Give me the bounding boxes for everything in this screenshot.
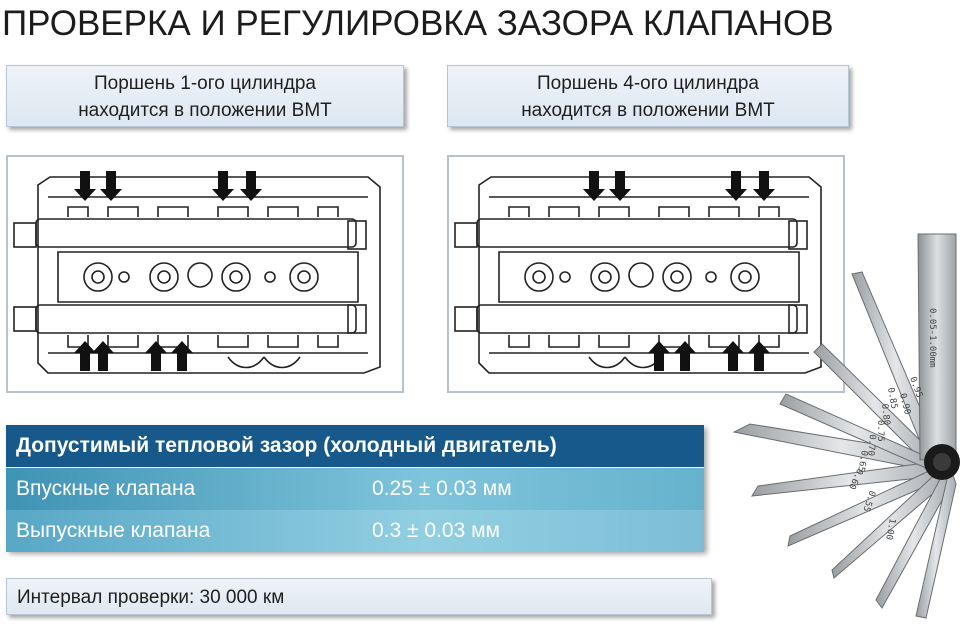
gauge-blade-label: 0.80: [879, 403, 891, 426]
arrow-up-icon: [722, 341, 744, 371]
arrow-down-icon: [212, 171, 234, 201]
cylinder-1-caption-line2: находится в положении ВМТ: [78, 100, 332, 121]
cylinder-1-caption: Поршень 1-ого цилиндра находится в полож…: [6, 65, 404, 127]
table-row: Выпускные клапана 0.3 ± 0.03 мм: [6, 510, 704, 552]
arrow-up-icon: [145, 341, 167, 371]
intake-valve-value: 0.25 ± 0.03 мм: [372, 477, 512, 500]
cylinder-4-caption-line1: Поршень 4-ого цилиндра: [537, 73, 759, 94]
gauge-blade-label: 0.70: [865, 434, 877, 456]
page-title: ПРОВЕРКА И РЕГУЛИРОВКА ЗАЗОРА КЛАПАНОВ: [2, 4, 834, 43]
cylinder-head-diagram-4: [447, 155, 845, 393]
clearance-table-header: Допустимый тепловой зазор (холодный двиг…: [6, 425, 704, 467]
cylinder-head-diagram-1: [6, 155, 404, 393]
clearance-table: Допустимый тепловой зазор (холодный двиг…: [6, 425, 704, 552]
arrow-down-icon: [583, 171, 605, 201]
arrow-up-icon: [74, 341, 96, 371]
arrow-down-icon: [100, 171, 122, 201]
arrow-up-icon: [674, 341, 696, 371]
arrow-up-icon: [748, 341, 770, 371]
arrow-up-icon: [648, 341, 670, 371]
arrow-down-icon: [609, 171, 631, 201]
gauge-handle-label: 0.05-1.00mm: [927, 308, 937, 368]
gauge-blade-label: 0.55: [860, 489, 876, 513]
gauge-blade-label: 0.85: [885, 387, 899, 410]
arrow-down-icon: [753, 171, 775, 201]
gauge-blade-label: 0.65: [855, 449, 869, 472]
feeler-gauge-image: 0.05-1.00mm 1.00 0.55 0.60 0.65 0.70 0.7…: [730, 228, 960, 624]
exhaust-valve-label: Выпускные клапана: [16, 519, 211, 542]
cylinder-4-caption-line2: находится в положении ВМТ: [521, 100, 775, 121]
cylinder-1-caption-line1: Поршень 1-ого цилиндра: [94, 73, 316, 94]
intake-valve-label: Впускные клапана: [16, 477, 196, 500]
arrow-up-icon: [92, 341, 114, 371]
arrow-down-icon: [725, 171, 747, 201]
exhaust-valve-value: 0.3 ± 0.03 мм: [372, 519, 500, 542]
arrow-down-icon: [240, 171, 262, 201]
arrow-down-icon: [74, 171, 96, 201]
arrow-up-icon: [171, 341, 193, 371]
table-row: Впускные клапана 0.25 ± 0.03 мм: [6, 468, 704, 510]
cylinder-4-caption: Поршень 4-ого цилиндра находится в полож…: [447, 65, 849, 127]
gauge-blade-label: 0.75: [875, 420, 885, 442]
gauge-blade-label: 1.00: [883, 517, 897, 540]
check-interval: Интервал проверки: 30 000 км: [6, 578, 712, 615]
